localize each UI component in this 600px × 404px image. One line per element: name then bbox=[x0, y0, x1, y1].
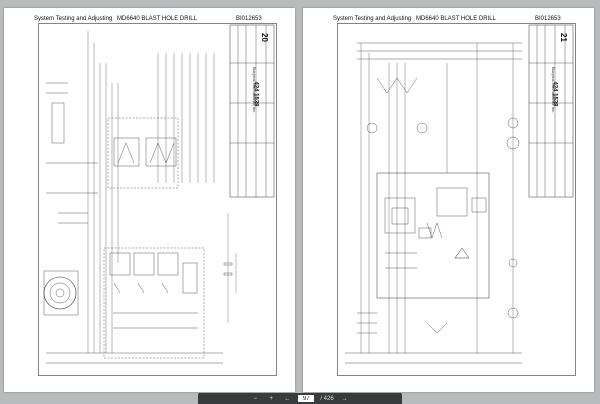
sheet-number: 20 bbox=[259, 33, 269, 42]
header-section: System Testing and Adjusting bbox=[333, 16, 412, 22]
arrow-right-icon[interactable]: → bbox=[341, 395, 348, 402]
page-total: / 426 bbox=[320, 395, 334, 402]
company-name: Bucyrus International, Inc. bbox=[551, 67, 556, 114]
header-doc-id: BI012653 bbox=[236, 16, 262, 22]
schematic-diagram: 21 424 1538 Bucyrus International, Inc. bbox=[337, 23, 576, 376]
header-title: MD6640 BLAST HOLE DRILL bbox=[416, 16, 496, 22]
header-section: System Testing and Adjusting bbox=[34, 16, 113, 22]
sheet-number: 21 bbox=[558, 33, 568, 42]
plus-icon[interactable]: + bbox=[269, 395, 274, 402]
document-page-left: System Testing and Adjusting MD6640 BLAS… bbox=[4, 8, 295, 392]
arrow-left-icon[interactable]: ← bbox=[284, 395, 291, 402]
minus-icon[interactable]: − bbox=[253, 395, 258, 402]
header-title: MD6640 BLAST HOLE DRILL bbox=[117, 16, 197, 22]
header-doc-id: BI012653 bbox=[535, 16, 561, 22]
document-page-right: System Testing and Adjusting MD6640 BLAS… bbox=[303, 8, 594, 392]
company-name: Bucyrus International, Inc. bbox=[252, 67, 257, 114]
page-number-input[interactable] bbox=[298, 395, 315, 402]
pdf-viewer-toolbar: − + ← / 426 → bbox=[198, 393, 402, 404]
schematic-diagram: 20 424 1538 Bucyrus International, Inc. bbox=[38, 23, 277, 376]
